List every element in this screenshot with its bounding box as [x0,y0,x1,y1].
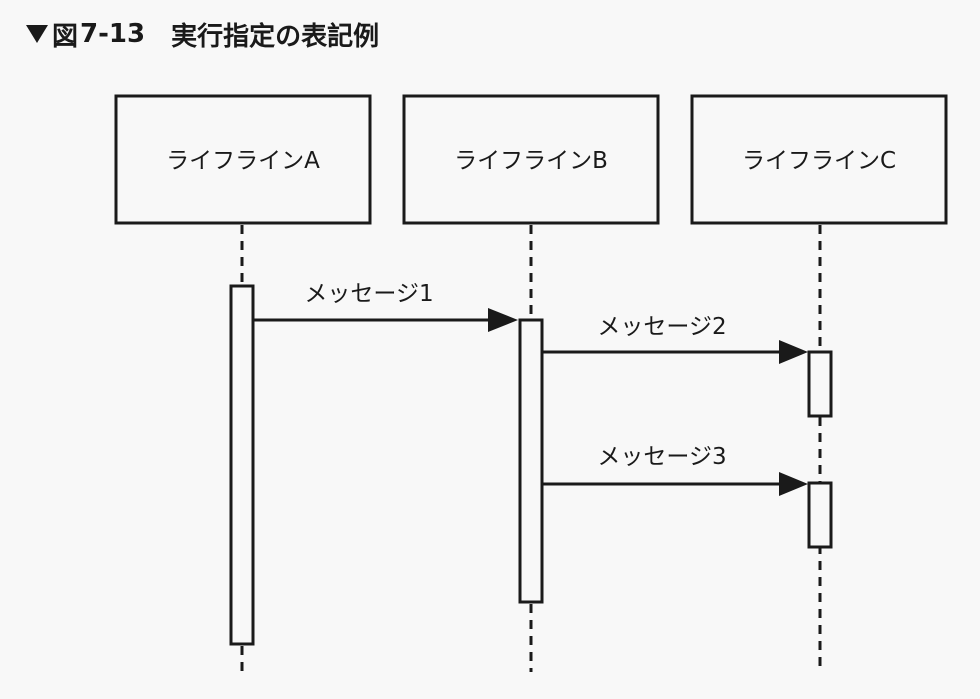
lifeline-b: ライフラインB [402,94,660,672]
lifeline-b-box [402,94,660,225]
figure-title: 図 7-13 実行指定の表記例 [26,14,379,54]
lifeline-a: ライフラインA [114,94,372,672]
figure-label: 図 [52,21,79,52]
lifeline-c: ライフラインC [690,94,948,672]
message-2: メッセージ2 [543,314,808,364]
message-1: メッセージ1 [254,281,518,332]
message-3: メッセージ3 [543,444,808,496]
message-2-arrowhead-icon [779,340,808,364]
execution-spec-a [229,284,255,646]
lifeline-a-box [114,94,372,225]
message-2-label: メッセージ2 [597,314,726,340]
lifeline-c-label: ライフラインC [742,148,896,174]
message-1-label: メッセージ1 [304,281,433,307]
figure-number: 7-13 [80,19,146,49]
execution-spec-c-2 [807,481,833,549]
execution-spec-b [518,318,544,604]
message-1-arrowhead-icon [488,308,518,332]
execution-spec-c-1 [807,350,833,418]
lifeline-a-label: ライフラインA [166,148,320,174]
triangle-down-icon [26,25,48,43]
lifeline-c-box [690,94,948,225]
lifeline-b-label: ライフラインB [454,148,608,174]
message-3-label: メッセージ3 [597,444,726,470]
figure-caption: 実行指定の表記例 [171,21,380,52]
message-3-arrowhead-icon [779,472,808,496]
